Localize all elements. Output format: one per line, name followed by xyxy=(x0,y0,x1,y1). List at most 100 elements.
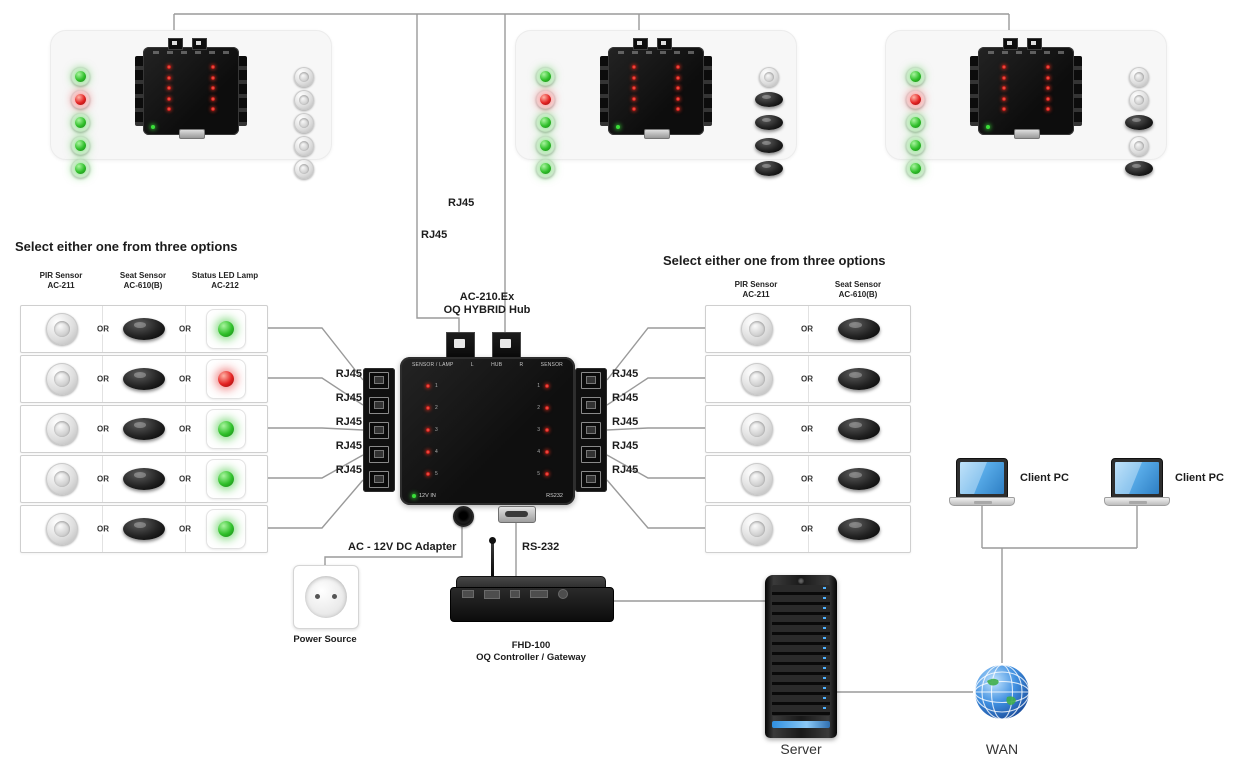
or-label: OR xyxy=(95,523,111,535)
server-label: Server xyxy=(780,741,822,757)
hub-led-column xyxy=(1046,65,1050,111)
db9-connector-icon xyxy=(498,506,536,523)
hub-channel-leds: 1 2 3 4 5 xyxy=(426,383,438,477)
rj45-port-icon xyxy=(369,396,389,414)
panel-sensor-column xyxy=(752,66,786,178)
panel-hub-device xyxy=(600,38,712,139)
power-led-icon xyxy=(151,125,155,129)
rj45-jack-icon xyxy=(633,38,648,50)
rj45-port-icon xyxy=(369,446,389,464)
pir-sensor xyxy=(45,513,78,545)
status-led-lamp xyxy=(206,509,247,549)
sensor xyxy=(294,89,314,110)
option-row: OR OR xyxy=(20,455,268,503)
pir-sensor xyxy=(740,413,773,445)
section-title-right: Select either one from three options xyxy=(663,253,886,268)
pir-sensor xyxy=(45,363,78,395)
or-label: OR xyxy=(799,323,815,335)
pir-sensor xyxy=(740,363,773,395)
hub-led-column xyxy=(632,65,636,111)
laptop-screen xyxy=(1111,458,1163,498)
status-led xyxy=(536,67,555,86)
or-label: OR xyxy=(799,473,815,485)
power-button-icon xyxy=(798,578,804,584)
pir-sensor xyxy=(45,413,78,445)
laptop-screen xyxy=(956,458,1008,498)
panel-hub-device xyxy=(970,38,1082,139)
db9-connector-icon xyxy=(179,129,205,139)
option-row: OR OR xyxy=(20,355,268,403)
panel-hub-device xyxy=(135,38,247,139)
dc-power-jack-icon xyxy=(453,506,474,527)
seat-sensor xyxy=(838,518,881,540)
status-led-lamp xyxy=(206,309,247,349)
option-row: OR xyxy=(705,405,911,453)
sensor xyxy=(755,115,783,130)
status-led xyxy=(536,90,555,109)
rj45-port-icon xyxy=(581,471,601,488)
rj45-port-icon xyxy=(581,396,601,414)
rj45-label: RJ45 xyxy=(335,392,362,404)
status-led-lamp xyxy=(206,409,247,449)
or-label: OR xyxy=(177,473,193,485)
option-row: OR OR xyxy=(20,405,268,453)
seat-sensor xyxy=(122,368,165,390)
status-led xyxy=(536,113,555,132)
seat-sensor xyxy=(838,418,881,440)
seat-sensor xyxy=(838,318,881,340)
sensor xyxy=(755,138,783,153)
or-label: OR xyxy=(177,323,193,335)
rj45-label: RJ45 xyxy=(335,440,362,452)
rj45-label: RJ45 xyxy=(448,197,475,209)
socket-icon xyxy=(305,576,347,618)
status-led xyxy=(906,136,925,155)
or-label: OR xyxy=(177,373,193,385)
server-leds xyxy=(823,587,826,712)
laptop-base xyxy=(1104,497,1170,506)
status-led xyxy=(536,136,555,155)
power-led-icon xyxy=(412,493,416,498)
sensor xyxy=(759,66,779,87)
rj45-label: RJ45 xyxy=(612,392,639,404)
pir-sensor xyxy=(740,313,773,345)
or-label: OR xyxy=(95,373,111,385)
power-socket xyxy=(293,565,359,629)
rj45-jack-icon xyxy=(1003,38,1018,50)
hub-led-column xyxy=(211,65,215,111)
rj45-jack-icon xyxy=(168,38,183,50)
status-led xyxy=(71,113,90,132)
rj45-label: RJ45 xyxy=(612,440,639,452)
status-led xyxy=(71,136,90,155)
wan-label: WAN xyxy=(985,741,1019,757)
option-row: OR xyxy=(705,355,911,403)
room-panel-2 xyxy=(515,30,797,178)
seat-sensor xyxy=(122,518,165,540)
hub-led-column xyxy=(1002,65,1006,111)
or-label: OR xyxy=(799,423,815,435)
option-row: OR OR xyxy=(20,305,268,353)
rj45-jack-icon xyxy=(657,38,672,50)
option-row: OR xyxy=(705,505,911,553)
rj45-label: RJ45 xyxy=(612,368,639,380)
power-source-label: Power Source xyxy=(293,634,357,645)
status-led xyxy=(906,90,925,109)
status-led xyxy=(536,159,555,178)
sensor xyxy=(755,92,783,107)
pir-sensor xyxy=(45,463,78,495)
rj45-port-icon xyxy=(369,421,389,439)
status-led xyxy=(906,67,925,86)
sensor xyxy=(1129,66,1149,87)
seat-sensor xyxy=(122,418,165,440)
sensor xyxy=(1125,161,1153,176)
or-label: OR xyxy=(95,423,111,435)
rj45-jack-icon xyxy=(446,332,475,360)
or-label: OR xyxy=(799,523,815,535)
rj45-jack-icon xyxy=(192,38,207,50)
